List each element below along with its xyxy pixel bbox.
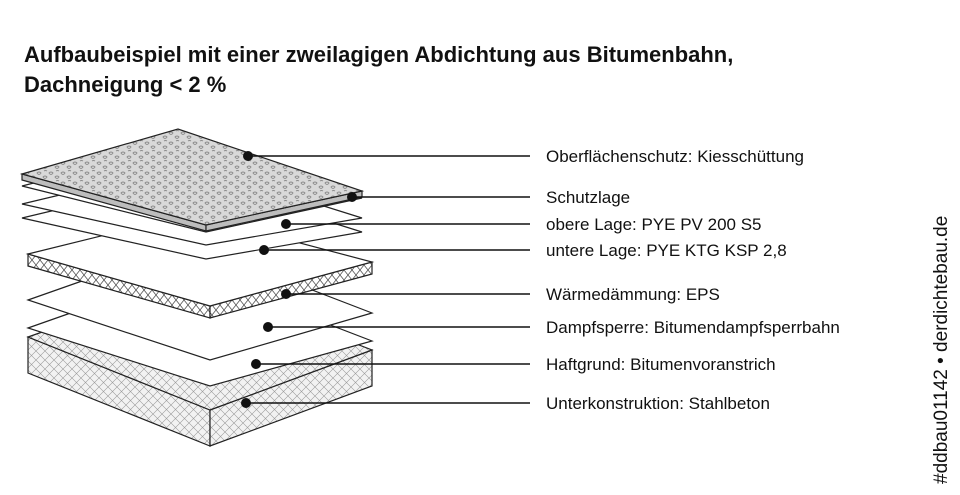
label-dampfsperre: Dampfsperre: Bitumendampfsperrbahn [546,318,840,337]
leader-lines [246,155,530,404]
leader-dot-dampfsperre [263,322,273,332]
side-watermark: #ddbau01142 • derdichtebau.de [931,215,952,484]
label-waermedaemmung: Wärmedämmung: EPS [546,285,720,304]
leader-dot-untere-lage [259,245,269,255]
leader-dots [241,151,357,408]
layer-labels: Oberflächenschutz: Kiesschüttung Schutzl… [546,147,840,413]
label-unterkonstruktion: Unterkonstruktion: Stahlbeton [546,394,770,413]
label-schutzlage: Schutzlage [546,188,630,207]
label-haftgrund: Haftgrund: Bitumenvoranstrich [546,355,776,374]
leader-dot-oberflaechenschutz [243,151,253,161]
label-obere-lage: obere Lage: PYE PV 200 S5 [546,215,762,234]
label-untere-lage: untere Lage: PYE KTG KSP 2,8 [546,241,787,260]
title-line-1: Aufbaubeispiel mit einer zweilagigen Abd… [24,42,734,67]
leader-dot-haftgrund [251,359,261,369]
leader-dot-waermedaemmung [281,289,291,299]
title-line-2: Dachneigung < 2 % [24,72,227,97]
gravel-layer-top [19,128,365,226]
leader-dot-obere-lage [281,219,291,229]
layer-oberflaechenschutz [19,128,365,232]
page-title: Aufbaubeispiel mit einer zweilagigen Abd… [24,40,884,100]
label-oberflaechenschutz: Oberflächenschutz: Kiesschüttung [546,147,804,166]
leader-dot-unterkonstruktion [241,398,251,408]
leader-dot-schutzlage [347,192,357,202]
